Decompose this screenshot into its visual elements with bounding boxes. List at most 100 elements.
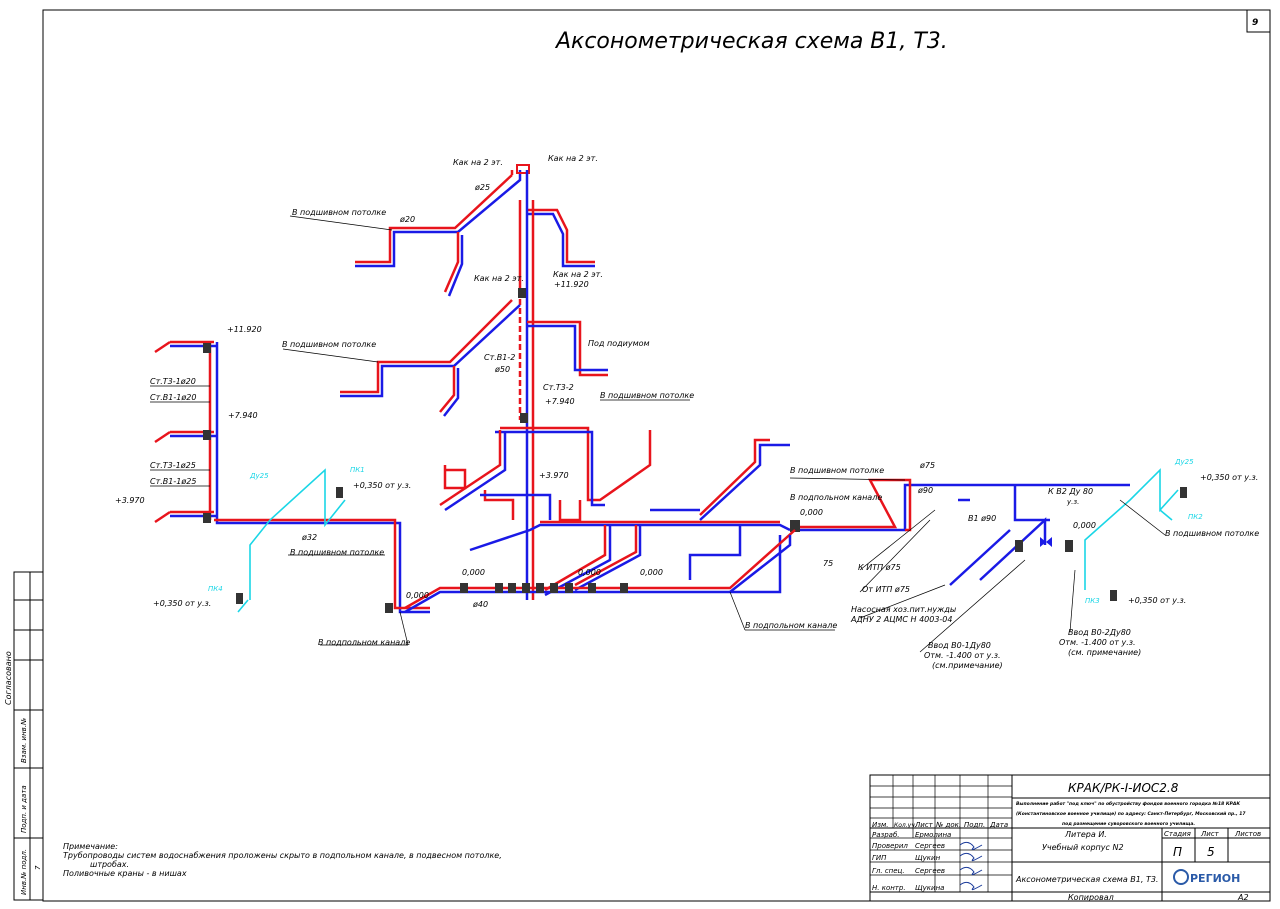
- tb-name-5: Щукина: [915, 884, 944, 892]
- pk-elev-1: +0,350 от у.з.: [353, 481, 411, 490]
- middle-branch: [340, 299, 608, 417]
- pk-elev-4: +0,350 от у.з.: [1128, 596, 1186, 605]
- fire-line-right: [1084, 468, 1187, 601]
- label-st-b1-2: Ст.В1-2: [484, 353, 515, 362]
- tb-name-4: Сергеев: [915, 867, 945, 875]
- floor-channel: [404, 529, 796, 614]
- tb-desc-3: под размещение суворовского военного учи…: [1062, 822, 1195, 827]
- stamp-podp: Подп. и дата: [20, 785, 28, 833]
- tb-list: 5: [1207, 845, 1215, 859]
- dim-d40: ø40: [472, 600, 488, 609]
- dim-d90: ø90: [917, 486, 933, 495]
- notes-line-3: Поливочные краны - в нишах: [63, 869, 187, 878]
- stamp-inv-value: 7: [34, 865, 42, 870]
- label-k-itp: К ИТП ø75: [858, 563, 901, 572]
- elev-11920-mid: +11.920: [554, 280, 589, 289]
- label-b1-90: В1 ø90: [968, 514, 996, 523]
- label-ceiling-4: В подшивном потолке: [790, 466, 884, 475]
- label-under-podium: Под подиумом: [588, 339, 650, 348]
- tb-desc-2: (Константиновское военное училище) по ад…: [1016, 810, 1246, 817]
- notes-line-2: штробах.: [90, 860, 129, 869]
- elev-0-d: 0,000: [640, 568, 663, 577]
- elev-0-f: 0,000: [1073, 521, 1096, 530]
- title-block: [869, 774, 1271, 902]
- elev-0-b: 0,000: [462, 568, 485, 577]
- tb-col-list: Лист: [914, 821, 934, 829]
- label-pump-1: Насосная хоз.пит.нужды: [851, 605, 956, 614]
- tb-format: А2: [1237, 893, 1249, 902]
- elev-7940-left: +7.940: [228, 411, 258, 420]
- tb-role-gip: ГИП: [872, 854, 887, 862]
- stamp-inv: Инв.№ подл.: [20, 849, 28, 895]
- label-pk1: ПК1: [350, 466, 365, 474]
- elev-3970-left: +3.970: [115, 496, 145, 505]
- dim-75: 75: [823, 559, 833, 568]
- label-channel-1: В подпольном канале: [790, 493, 882, 502]
- tb-h-listov: Листов: [1234, 830, 1261, 838]
- label-ot-itp: От ИТП ø75: [862, 585, 910, 594]
- label-vvod2-1: Ввод В0-2Ду80: [1068, 628, 1131, 637]
- dim-d75: ø75: [919, 461, 935, 470]
- label-channel-2: В подпольном канале: [318, 638, 410, 647]
- tb-name-1: Ермолина: [915, 831, 951, 839]
- tb-role-glspec: Гл. спец.: [872, 867, 905, 875]
- label-st-t3-2: Ст.Т3-2: [543, 383, 574, 392]
- label-channel-3: В подпольном канале: [745, 621, 837, 630]
- label-pk3: ПК3: [1085, 597, 1100, 605]
- stamp-vzam: Взам. инв.№: [20, 718, 28, 763]
- tb-col-koluch: Кол.уч.: [894, 822, 917, 829]
- tb-name-3: Щукин: [915, 854, 941, 862]
- label-vvod2-2: Отм. -1.400 от у.з.: [1059, 638, 1136, 647]
- label-ceiling-5: В подшивном потолке: [290, 548, 384, 557]
- main-riser: [518, 170, 535, 600]
- label-kak-top-left: Как на 2 эт.: [453, 158, 503, 167]
- signatures-icon: [959, 841, 983, 891]
- tb-object-2: Учебный корпус N2: [1042, 843, 1124, 852]
- label-kak-mid-left: Как на 2 эт.: [474, 274, 524, 283]
- tb-sheet-title: Аксонометрическая схема В1, Т3.: [1015, 875, 1158, 884]
- label-du25-right: Ду25: [1174, 458, 1194, 466]
- side-stamp: Согласовано Взам. инв.№ Подп. и дата Инв…: [4, 571, 44, 901]
- notes-line-1: Трубопроводы систем водоснабжения пролож…: [63, 851, 502, 860]
- label-k-v2: К В2 Ду 80: [1048, 487, 1093, 496]
- label-vvod1-1: Ввод В0-1Ду80: [928, 641, 991, 650]
- label-ceiling-1: В подшивном потолке: [292, 208, 386, 217]
- label-ceiling-6: В подшивном потолке: [1165, 529, 1259, 538]
- elev-0-c: 0,000: [578, 568, 601, 577]
- dim-d25: ø25: [474, 183, 490, 192]
- right-supply: [800, 478, 1130, 586]
- dim-d20: ø20: [399, 215, 415, 224]
- label-st-t3-20: Ст.Т3-1ø20: [150, 377, 196, 386]
- label-vvod1-3: (см.примечание): [932, 661, 1003, 670]
- tb-h-list: Лист: [1200, 830, 1220, 838]
- tb-stadia: П: [1173, 845, 1182, 859]
- label-pk4: ПК4: [208, 585, 223, 593]
- label-kak-mid-right: Как на 2 эт.: [553, 270, 603, 279]
- tb-desc-1: Выполнение работ "под ключ" по обустройс…: [1016, 800, 1240, 807]
- label-pk2: ПК2: [1188, 513, 1203, 521]
- left-riser: [154, 340, 430, 614]
- upper-branch: [355, 164, 595, 297]
- first-floor-branches: [439, 426, 800, 597]
- label-pump-2: АДНУ 2 АЦМС Н 4003-04: [850, 615, 953, 624]
- label-st-b1-25: Ст.В1-1ø25: [150, 477, 196, 486]
- tb-col-podp: Подп.: [964, 821, 985, 829]
- tb-h-stadia: Стадия: [1164, 830, 1191, 838]
- label-du25-left: Ду25: [249, 472, 269, 480]
- label-kak-top-right: Как на 2 эт.: [548, 154, 598, 163]
- leader-lines: [150, 215, 1166, 653]
- label-vvod1-2: Отм. -1.400 от у.з.: [924, 651, 1001, 660]
- company-logo-icon: [1173, 869, 1189, 885]
- dim-d32: ø32: [301, 533, 317, 542]
- sheet-number: 9: [1252, 18, 1258, 28]
- notes-heading: Примечание:: [63, 842, 118, 851]
- tb-col-izm: Изм.: [872, 821, 888, 829]
- dim-d50: ø50: [494, 365, 510, 374]
- stamp-soglasovano: Согласовано: [4, 651, 13, 705]
- label-ceiling-3: В подшивном потолке: [600, 391, 694, 400]
- elev-0-e: 0,000: [800, 508, 823, 517]
- tb-role-nkontr: Н. контр.: [872, 884, 906, 892]
- tb-code: КРАК/РК-I-ИОС2.8: [1068, 781, 1179, 795]
